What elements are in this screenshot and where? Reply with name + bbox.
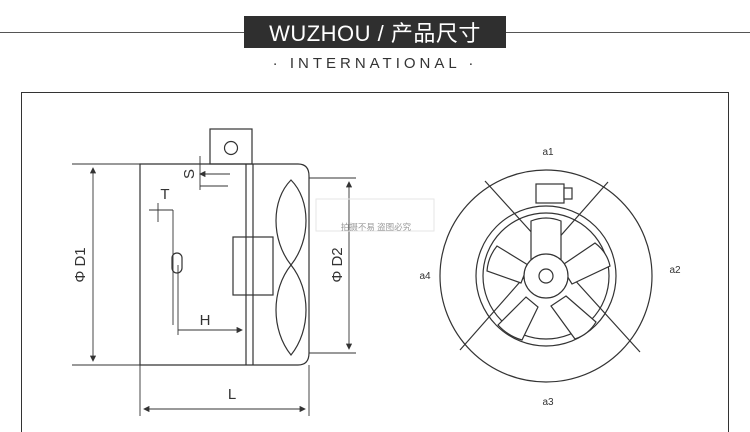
junction-box — [209, 128, 253, 165]
blade-left — [486, 245, 529, 284]
front-view — [439, 169, 653, 383]
label-a2: a2 — [669, 265, 681, 276]
junction-box-hole — [223, 140, 239, 156]
hub-center — [538, 268, 554, 284]
drawing-frame — [21, 92, 729, 432]
header-subtitle: · INTERNATIONAL · — [272, 55, 478, 72]
blade-lower — [275, 264, 307, 356]
watermark-box — [315, 198, 435, 232]
blade-right — [560, 242, 611, 285]
motor-block — [232, 236, 274, 296]
header-line-left — [0, 32, 244, 33]
dim-label-d2: Φ D2 — [329, 247, 346, 282]
blade-bottom-left — [497, 296, 539, 341]
front-blades — [486, 217, 611, 341]
side-labels: S T Φ D1 Φ D2 H L — [72, 169, 346, 403]
header-line-right — [506, 32, 750, 33]
mounting-slot — [171, 252, 183, 274]
blade-bottom-right — [550, 295, 597, 340]
front-junction-box — [535, 183, 565, 204]
watermark-text: 拍摄不易 盗图必究 — [341, 222, 412, 232]
duct-ring-inner — [482, 212, 610, 340]
label-a1: a1 — [542, 147, 554, 158]
dim-label-d1: Φ D1 — [72, 247, 89, 282]
duct-ring-outer — [475, 205, 617, 347]
outer-ring — [439, 169, 653, 383]
dim-label-h: H — [200, 312, 211, 329]
label-a3: a3 — [542, 397, 554, 408]
side-dimensions — [72, 156, 356, 416]
header-title: WUZHOU / 产品尺寸 — [244, 16, 506, 48]
label-a4: a4 — [419, 271, 431, 282]
front-labels: a1 a2 a3 a4 — [419, 147, 681, 408]
dim-label-s: S — [181, 169, 198, 179]
dim-label-t: T — [160, 186, 169, 203]
front-junction-tab — [563, 187, 573, 200]
dim-label-l: L — [228, 386, 236, 403]
blade-upper — [275, 179, 307, 266]
blade-top — [530, 217, 562, 262]
